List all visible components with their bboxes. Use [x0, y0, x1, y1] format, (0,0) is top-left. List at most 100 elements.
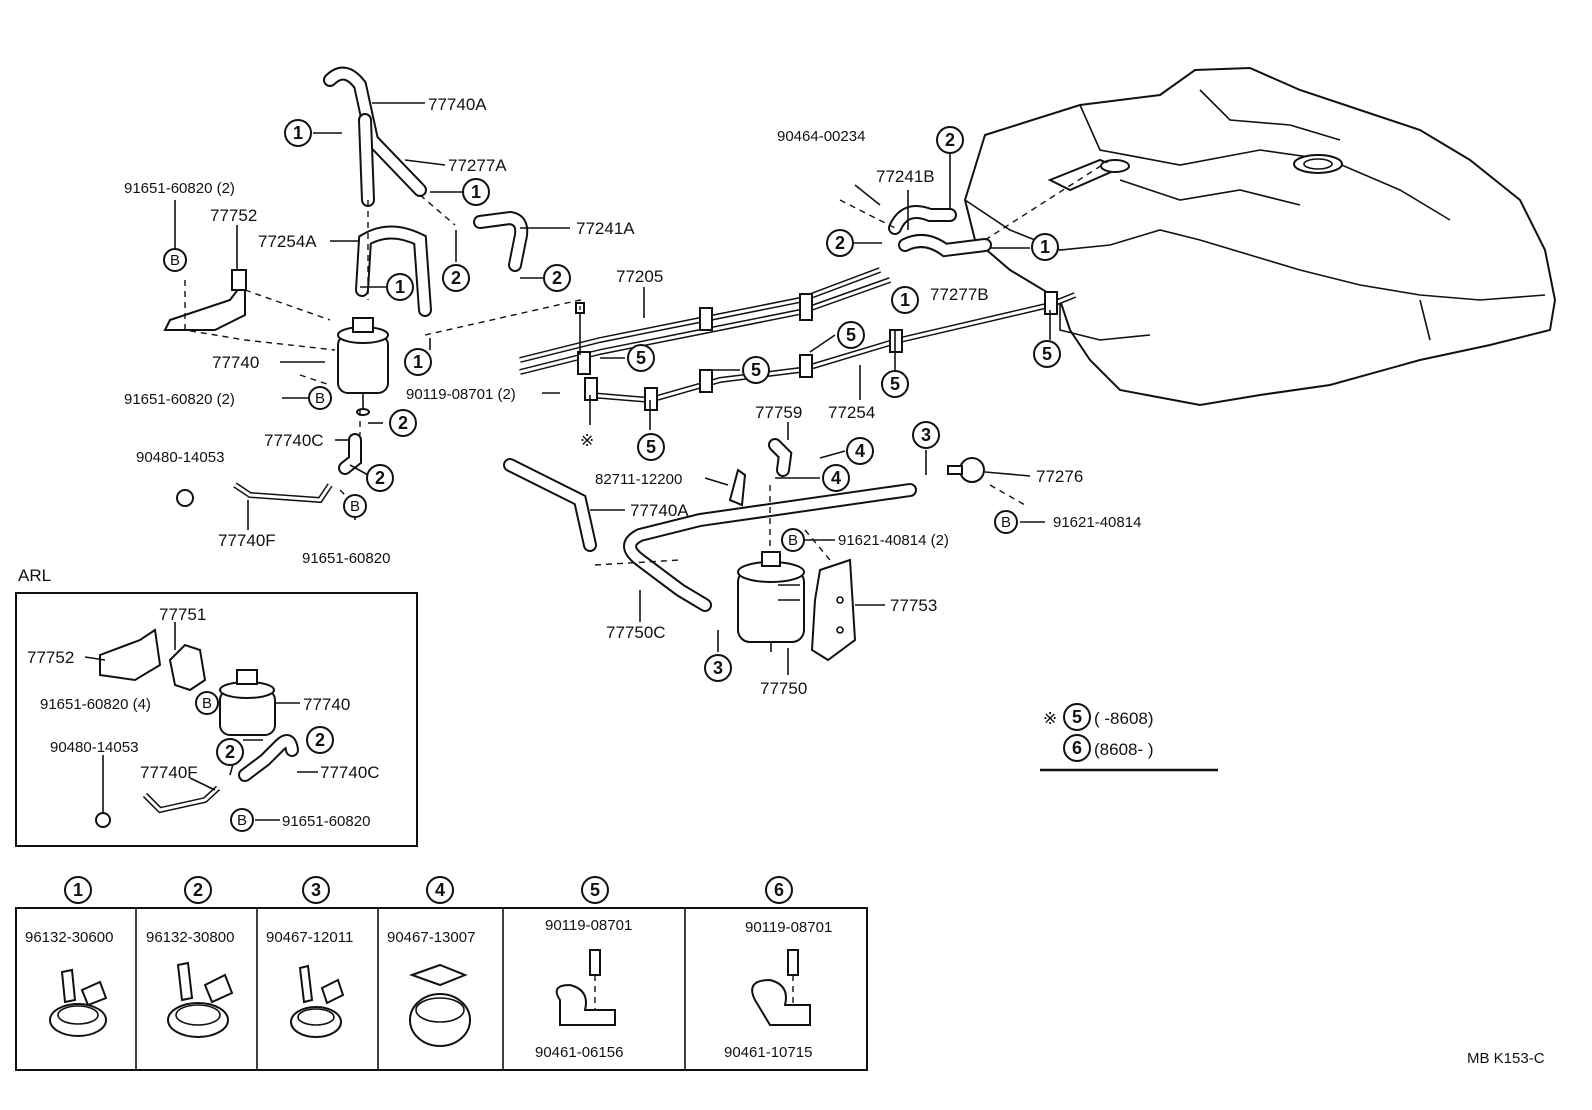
- svg-text:B: B: [350, 498, 360, 515]
- svg-text:2: 2: [315, 730, 325, 750]
- label-77254A: 77254A: [258, 232, 317, 251]
- label-91621-40814-2: 91621-40814 (2): [838, 532, 949, 549]
- marker-c5-c: 5: [837, 321, 865, 349]
- svg-text:2: 2: [552, 268, 562, 288]
- marker-c1-e: 1: [1031, 233, 1059, 261]
- svg-text:B: B: [788, 532, 798, 549]
- label-77750C: 77750C: [606, 623, 666, 642]
- arl-label-90480-14053: 90480-14053: [50, 739, 138, 756]
- legend-cell-6: 6 90119-08701 90461-10715: [724, 876, 832, 1061]
- label-77740: 77740: [212, 353, 259, 372]
- svg-text:1: 1: [471, 182, 481, 202]
- marker-b-c: B: [343, 494, 367, 518]
- marker-b-d: B: [781, 528, 805, 552]
- arl-title: ARL: [18, 566, 51, 585]
- marker-c2-a: 2: [442, 264, 470, 292]
- label-77740A-mid: 77740A: [630, 501, 689, 520]
- marker-c3-b: 3: [704, 654, 732, 682]
- svg-text:B: B: [315, 390, 325, 407]
- svg-text:4: 4: [855, 441, 865, 461]
- arl-label-91651-60820-4: 91651-60820 (4): [40, 696, 151, 713]
- part-labels: 77740A 77277A 91651-60820 (2) 77752 7725…: [124, 95, 1141, 698]
- hose-77759: [768, 438, 793, 477]
- arl-label-77752: 77752: [27, 648, 74, 667]
- marker-c5-d: 5: [881, 370, 909, 398]
- hose-77254A: [355, 225, 432, 317]
- marker-c3-a: 3: [912, 421, 940, 449]
- legend-part-2: 96132-30800: [146, 929, 234, 946]
- grommet-90480-14053: [176, 489, 194, 507]
- legend-cell-4: 4 90467-13007: [387, 876, 475, 1047]
- label-90464-00234: 90464-00234: [777, 128, 865, 145]
- note-range-6: (8608- ): [1094, 740, 1154, 759]
- legend-part-6a: 90119-08701: [745, 919, 832, 936]
- arl-label-77740C: 77740C: [320, 763, 380, 782]
- marker-c1-c: 1: [386, 273, 414, 301]
- svg-text:3: 3: [311, 880, 321, 900]
- svg-text:1: 1: [293, 123, 303, 143]
- svg-text:2: 2: [835, 233, 845, 253]
- label-91651-60820: 91651-60820: [302, 550, 390, 567]
- label-90480-14053: 90480-14053: [136, 449, 224, 466]
- svg-text:B: B: [202, 695, 212, 712]
- label-77254: 77254: [828, 403, 875, 422]
- svg-text:B: B: [170, 252, 180, 269]
- legend-part-6b: 90461-10715: [724, 1044, 812, 1061]
- canister-77740: [337, 317, 389, 416]
- marker-c5-f: 5: [637, 433, 665, 461]
- marker-b-a: B: [163, 248, 187, 272]
- bracket-77753: [810, 558, 857, 662]
- svg-text:2: 2: [398, 413, 408, 433]
- svg-text:B: B: [237, 812, 247, 829]
- svg-text:6: 6: [1072, 738, 1082, 758]
- arl-label-91651-60820: 91651-60820: [282, 813, 370, 830]
- label-77740C: 77740C: [264, 431, 324, 450]
- legend-part-4: 90467-13007: [387, 929, 475, 946]
- hose-77740A-top: [323, 66, 427, 207]
- marker-c4-a: 4: [846, 437, 874, 465]
- label-77241B: 77241B: [876, 167, 935, 186]
- svg-text:2: 2: [225, 742, 235, 762]
- marker-b-b: B: [308, 386, 332, 410]
- svg-text:6: 6: [774, 880, 784, 900]
- marker-c1-f: 1: [891, 286, 919, 314]
- label-77205: 77205: [616, 267, 663, 286]
- dashed-guides: [184, 159, 1111, 566]
- svg-text:3: 3: [713, 658, 723, 678]
- svg-text:2: 2: [945, 130, 955, 150]
- marker-c5-e: 5: [1033, 340, 1061, 368]
- marker-c2-e: 2: [389, 409, 417, 437]
- arl-inset: ARL 77751 77752 91651-60820 (4) B 77740 …: [15, 566, 418, 847]
- clamp-legend: 1 96132-30600 2 96132-30800 3 90467-1201…: [15, 876, 868, 1071]
- svg-text:5: 5: [1042, 344, 1052, 364]
- svg-text:5: 5: [1072, 707, 1082, 727]
- hose-77241A: [473, 210, 529, 272]
- arl-label-77751: 77751: [159, 605, 206, 624]
- label-77277A: 77277A: [448, 156, 507, 175]
- legend-part-3: 90467-12011: [266, 929, 353, 946]
- marker-c5-a: 5: [627, 344, 655, 372]
- marker-c4-b: 4: [822, 464, 850, 492]
- svg-text:2: 2: [375, 468, 385, 488]
- canister-77750: [737, 551, 805, 652]
- hose-77750C: [623, 483, 917, 612]
- label-91651-60820-2-top: 91651-60820 (2): [124, 180, 235, 197]
- svg-text:1: 1: [900, 290, 910, 310]
- marker-c2-b: 2: [543, 264, 571, 292]
- fuel-tank: [963, 66, 1557, 407]
- marker-c2-d: 2: [826, 229, 854, 257]
- svg-text:1: 1: [73, 880, 83, 900]
- svg-text:5: 5: [646, 437, 656, 457]
- label-90119-08701-2: 90119-08701 (2): [406, 386, 516, 403]
- marker-c1-d: 1: [404, 348, 432, 376]
- marker-c1-a: 1: [284, 119, 312, 147]
- label-77277B: 77277B: [930, 285, 989, 304]
- asterisk-mark: ※: [580, 431, 594, 450]
- valve-77276: [947, 457, 985, 483]
- svg-text:1: 1: [413, 352, 423, 372]
- leader-lines: [174, 102, 1051, 675]
- svg-text:1: 1: [395, 277, 405, 297]
- svg-text:3: 3: [921, 425, 931, 445]
- svg-text:5: 5: [890, 374, 900, 394]
